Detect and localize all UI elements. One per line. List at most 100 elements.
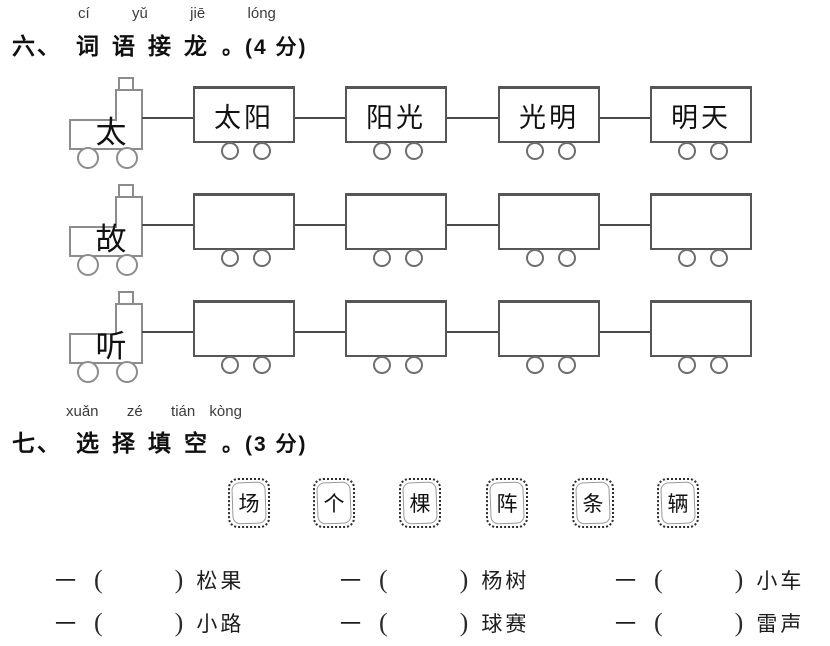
coupling-line [294, 224, 345, 226]
blank-prefix: 一 [340, 569, 362, 593]
train-car-word: 明天 [671, 102, 731, 133]
train-wheel-icon [77, 147, 99, 169]
blank-noun: 小路 [196, 612, 245, 636]
train-engine-label: 听 [95, 329, 127, 364]
train-wheel-icon [678, 249, 696, 267]
train-wheel-icon [558, 356, 576, 374]
blank-noun: 球赛 [481, 612, 530, 636]
section6-pinyin: cí yǔ jiē lóng [78, 5, 276, 22]
train-car-blank[interactable] [193, 300, 295, 374]
measure-word: 场 [238, 492, 260, 516]
train-wheel-icon [710, 356, 728, 374]
train-wheel-icon [116, 147, 138, 169]
train-wheel-icon [558, 142, 576, 160]
measure-word-option: 棵 [399, 478, 441, 528]
train-engine-icon [69, 291, 143, 383]
section7-pinyin: xuǎn zé tián kòng [66, 403, 242, 420]
train-wheel-icon [373, 249, 391, 267]
train-engine-label: 太 [95, 115, 127, 150]
blank-item: 一 () 雷声 [615, 608, 804, 638]
train-wheel-icon [710, 249, 728, 267]
train-car: 太阳 [193, 86, 295, 160]
blank-prefix: 一 [615, 612, 637, 636]
open-paren: ( [654, 565, 663, 594]
close-paren: ) [734, 608, 744, 637]
train-car: 阳光 [345, 86, 447, 160]
blank-item: 一()小车 [615, 565, 804, 595]
coupling-line [599, 117, 650, 119]
section7-number: 七、 [12, 430, 62, 456]
measure-word-option: 辆 [657, 478, 699, 528]
close-paren: ) [174, 608, 184, 637]
blank-prefix: 一 [615, 569, 637, 593]
train-wheel-icon [710, 142, 728, 160]
section6-number: 六、 [12, 33, 62, 59]
section7-title: 选择填空 [76, 430, 220, 456]
train-wheel-icon [116, 361, 138, 383]
train-engine-icon [69, 184, 143, 276]
close-paren: ) [459, 565, 469, 594]
coupling-line [294, 117, 345, 119]
blank-prefix: 一 [55, 612, 77, 636]
measure-word: 阵 [496, 492, 518, 516]
train-row-3: 听 [0, 290, 830, 390]
train-car-word: 太阳 [214, 102, 274, 133]
coupling-line [599, 331, 650, 333]
coupling-line [142, 331, 193, 333]
blank-noun: 雷声 [756, 612, 805, 636]
section7-heading: 七、 选择填空 。(3 分) [12, 424, 308, 458]
measure-word-option: 阵 [486, 478, 528, 528]
train-wheel-icon [558, 249, 576, 267]
train-wheel-icon [221, 356, 239, 374]
train-car-blank[interactable] [345, 300, 447, 374]
open-paren: ( [94, 565, 103, 594]
measure-word: 棵 [409, 492, 431, 516]
section6-title: 词语接龙 [76, 33, 220, 59]
train-wheel-icon [77, 254, 99, 276]
train-car-word: 阳光 [366, 102, 426, 133]
measure-word-option: 条 [572, 478, 614, 528]
train-wheel-icon [221, 249, 239, 267]
train-wheel-icon [373, 142, 391, 160]
train-car-blank[interactable] [498, 300, 600, 374]
train-wheel-icon [253, 249, 271, 267]
blank-item: 一()球赛 [340, 608, 529, 638]
train-wheel-icon [405, 249, 423, 267]
train-car-word: 光明 [519, 102, 579, 133]
measure-word: 辆 [667, 492, 689, 516]
coupling-line [294, 331, 345, 333]
train-wheel-icon [405, 356, 423, 374]
blank-noun: 松果 [196, 569, 245, 593]
section7-score: 。(3 分) [222, 433, 308, 456]
coupling-line [599, 224, 650, 226]
blank-prefix: 一 [340, 612, 362, 636]
train-wheel-icon [678, 356, 696, 374]
coupling-line [446, 117, 498, 119]
train-wheel-icon [116, 254, 138, 276]
train-row-1: 太 太阳 阳光 光明 明天 [0, 76, 830, 176]
train-car-blank[interactable] [345, 193, 447, 267]
open-paren: ( [94, 608, 103, 637]
open-paren: ( [379, 608, 388, 637]
close-paren: ) [734, 565, 744, 594]
coupling-line [142, 117, 193, 119]
section6-heading: 六、 词语接龙 。(4 分) [12, 27, 308, 61]
coupling-line [446, 331, 498, 333]
open-paren: ( [654, 608, 663, 637]
close-paren: ) [174, 565, 184, 594]
train-engine-label: 故 [95, 222, 127, 257]
train-car-blank[interactable] [650, 300, 752, 374]
train-car-blank[interactable] [498, 193, 600, 267]
blank-item: 一()松果 [55, 565, 244, 595]
train-wheel-icon [373, 356, 391, 374]
train-row-2: 故 [0, 183, 830, 283]
section6-score: 。(4 分) [222, 36, 308, 59]
blank-item: 一()杨树 [340, 565, 529, 595]
open-paren: ( [379, 565, 388, 594]
measure-word-option: 个 [313, 478, 355, 528]
train-car-blank[interactable] [193, 193, 295, 267]
train-wheel-icon [405, 142, 423, 160]
train-car-blank[interactable] [650, 193, 752, 267]
measure-word: 个 [323, 492, 345, 516]
